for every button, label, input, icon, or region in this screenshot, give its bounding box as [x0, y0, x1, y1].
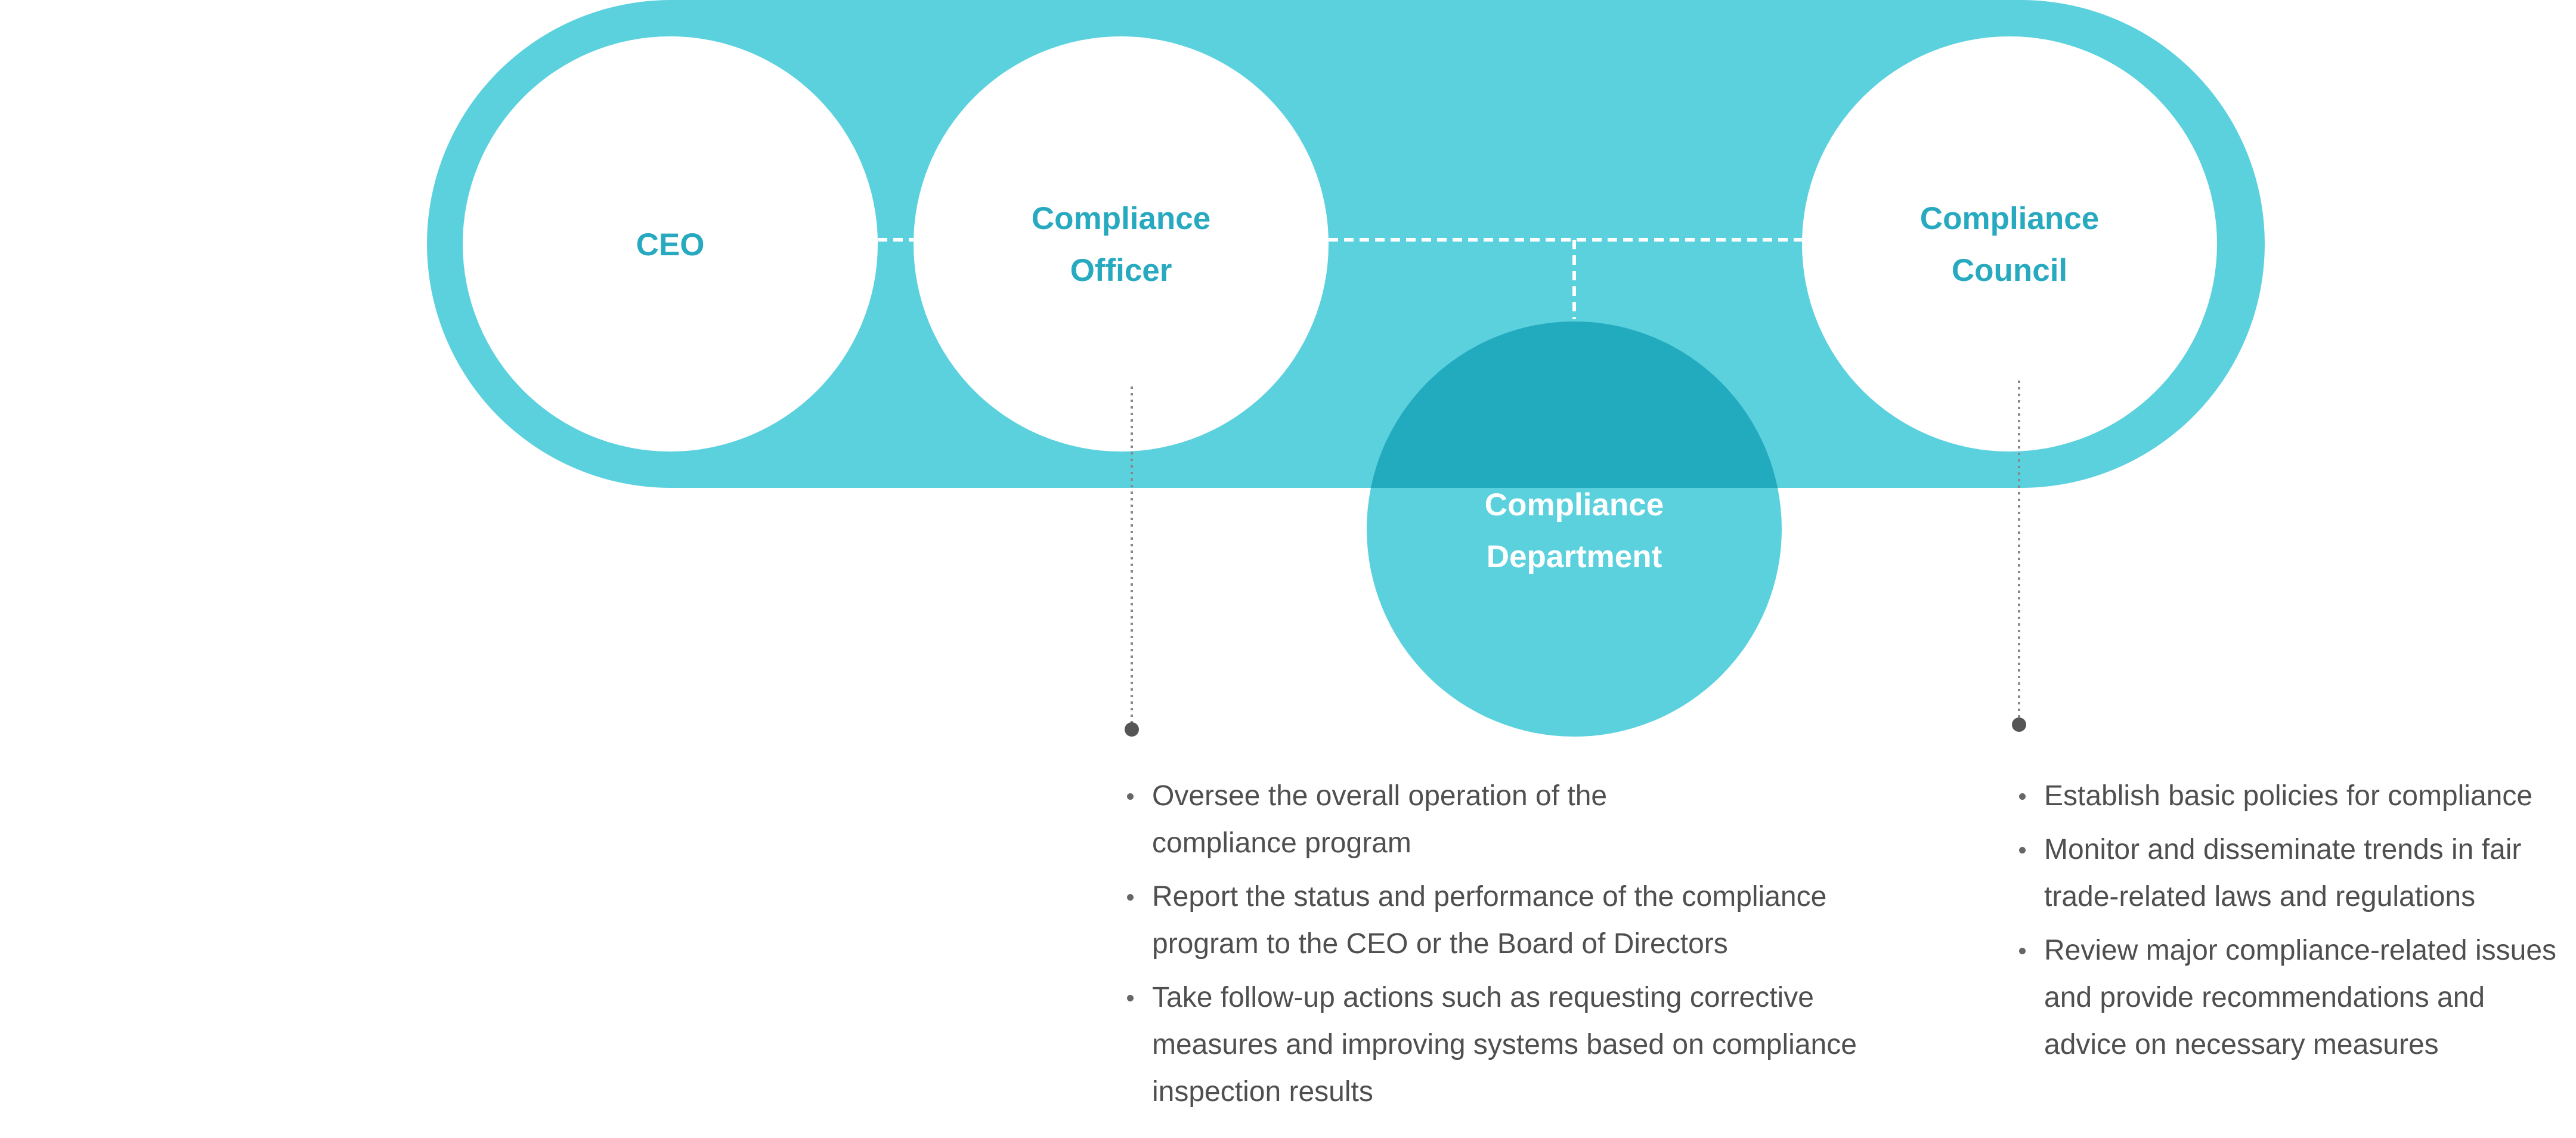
officer-duties-list: Oversee the overall operation of the com… — [1125, 772, 1948, 1122]
list-item: Take follow-up actions such as requestin… — [1125, 974, 1948, 1115]
compliance-officer-node[interactable] — [914, 36, 1329, 452]
list-item: Review major compliance-related issues a… — [2017, 927, 2571, 1068]
compliance-department-label: Compliance Department — [1484, 487, 1664, 574]
department-band-overlap — [1367, 321, 1782, 488]
compliance-council-label: Compliance Council — [1919, 201, 2100, 288]
ceo-label: CEO — [636, 227, 705, 262]
compliance-officer-label: Compliance Officer — [1031, 201, 1211, 288]
officer-leader-dot — [1125, 722, 1139, 737]
list-item: Establish basic policies for compliance — [2017, 772, 2571, 820]
org-band — [427, 0, 2265, 488]
list-item: Report the status and performance of the… — [1125, 873, 1948, 967]
council-leader-dot — [2012, 718, 2026, 732]
leader-lines — [1131, 381, 2020, 726]
list-item: Monitor and disseminate trends in fair t… — [2017, 826, 2571, 920]
dashed-connectors — [878, 238, 1802, 319]
council-duties-list: Establish basic policies for compliance … — [2017, 772, 2571, 1075]
compliance-council-node[interactable] — [1802, 36, 2217, 452]
ceo-node[interactable] — [463, 36, 878, 452]
list-item: Oversee the overall operation of the com… — [1125, 772, 1948, 867]
